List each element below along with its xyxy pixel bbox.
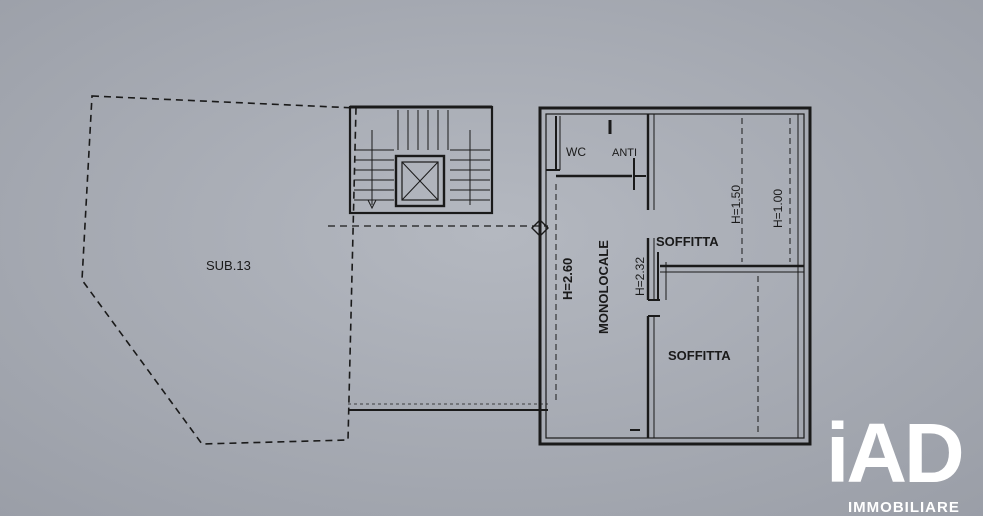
iad-logo-brand: iAD xyxy=(826,406,962,500)
h100-label: H=1.00 xyxy=(771,189,785,228)
sub13-dashed-outline xyxy=(81,95,357,445)
entrance-door-symbol xyxy=(531,219,549,237)
soffitta-lower-label: SOFFITTA xyxy=(668,348,731,363)
apartment-walls xyxy=(538,106,812,446)
sub13-label: SUB.13 xyxy=(206,258,251,273)
h232-label: H=2.32 xyxy=(633,257,647,296)
h260-label: H=2.60 xyxy=(560,258,575,300)
iad-logo: iAD IMMOBILIARE xyxy=(826,406,965,516)
wc-label: WC xyxy=(566,145,586,159)
h150-label: H=1.50 xyxy=(729,185,743,224)
iad-logo-tagline: IMMOBILIARE xyxy=(848,499,960,516)
monolocale-label: MONOLOCALE xyxy=(596,240,611,334)
staircase xyxy=(348,105,494,215)
soffitta-upper-label: SOFFITTA xyxy=(656,234,719,249)
anti-label: ANTI xyxy=(612,147,637,159)
